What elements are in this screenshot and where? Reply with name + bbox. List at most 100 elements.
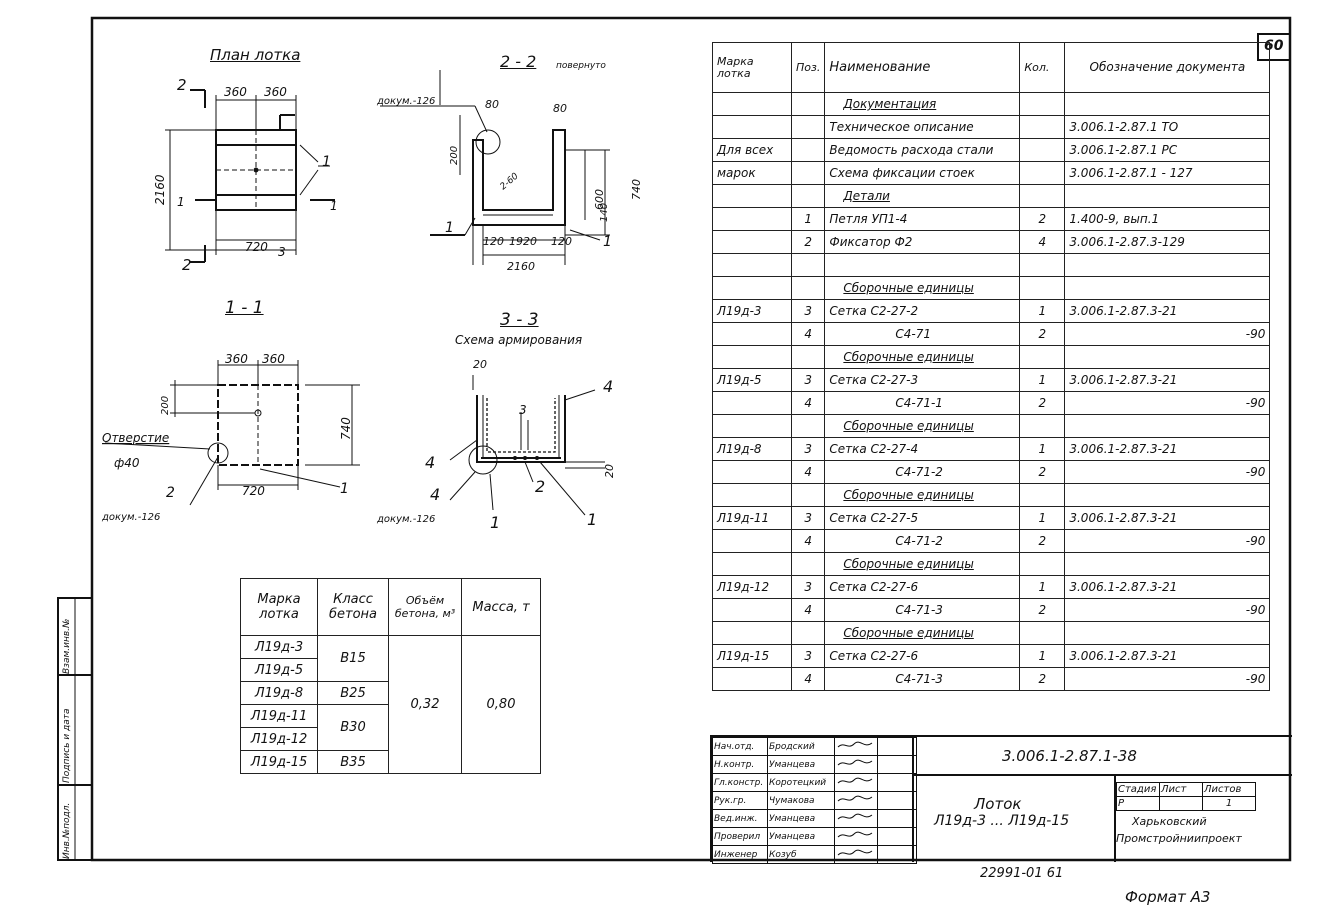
svg-text:1: 1 [445,220,454,236]
signature-date [877,755,917,774]
mass-table: Марка лотка Класс бетона Объём бетона, м… [240,578,541,774]
format-label: Формат А3 [1125,888,1211,906]
mass-class: В30 [317,704,389,751]
spec-name: Сборочные единицы [824,276,1021,300]
spec-mark [712,414,792,438]
spec-doc [1064,414,1271,438]
svg-text:докум.-126: докум.-126 [376,96,435,107]
spec-doc: 3.006.1-2.87.3-21 [1064,644,1271,668]
mass-mark: Л19д-12 [240,727,318,751]
spec-mark [712,253,792,277]
stage-table: Стадия Лист Листов Р 1 [1116,782,1256,811]
spec-mark [712,391,792,415]
spec-mark: Л19д-15 [712,644,792,668]
svg-text:2: 2 [182,256,192,274]
signature-sign [834,791,878,810]
spec-mark [712,460,792,484]
spec-pos [790,483,826,507]
spec-name: Сетка С2-27-3 [824,368,1021,392]
mass-header-mark: Марка лотка [240,578,318,636]
spec-pos: 3 [790,299,826,323]
spec-doc: -90 [1064,667,1271,691]
spec-qty [1019,414,1066,438]
svg-text:120: 120 [551,235,572,248]
svg-text:2160: 2160 [153,174,167,205]
spec-name: Ведомость расхода стали [824,138,1021,162]
plan-view: 360 360 2160 720 2 2 1 1 1 3 [153,76,338,274]
mass-mark: Л19д-8 [240,681,318,705]
spec-pos: 4 [790,460,826,484]
spec-qty [1019,115,1066,139]
spec-mark [712,184,792,208]
spec-name: Фиксатор Ф2 [824,230,1021,254]
signature-row: Рук.гр.Чумакова [712,791,917,810]
spec-pos [790,92,826,116]
mass-header-volume: Объём бетона, м³ [388,578,462,636]
spec-row: Сборочные единицы [712,414,1271,438]
spec-pos: 4 [790,598,826,622]
spec-qty: 2 [1019,391,1066,415]
signature-name: Уманцева [767,755,835,774]
spec-doc: -90 [1064,391,1271,415]
mass-header-mass: Масса, т [461,578,541,636]
spec-mark [712,322,792,346]
svg-text:80: 80 [485,98,499,111]
spec-pos: 3 [790,506,826,530]
spec-row: Сборочные единицы [712,276,1271,300]
spec-row: Сборочные единицы [712,345,1271,369]
spec-name: Детали [824,184,1021,208]
svg-text:1: 1 [340,481,349,497]
signature-name: Коротецкий [767,773,835,792]
section22-note: повернуто [556,61,606,71]
spec-doc: 3.006.1-2.87.3-21 [1064,575,1271,599]
spec-mark [712,115,792,139]
signature-row: Нач.отд.Бродский [712,737,917,756]
spec-name: Схема фиксации стоек [824,161,1021,185]
spec-mark [712,667,792,691]
svg-text:ф40: ф40 [114,456,140,470]
signature-name: Бродский [767,737,835,756]
spec-doc [1064,483,1271,507]
signature-role: Н.контр. [712,755,768,774]
spec-qty [1019,92,1066,116]
signature-sign [834,827,878,846]
spec-mark [712,483,792,507]
signature-row: Вед.инж.Уманцева [712,809,917,828]
svg-text:1: 1 [603,234,612,250]
spec-qty: 1 [1019,299,1066,323]
spec-header-mark: Марка лотка [712,42,792,93]
spec-doc: -90 [1064,598,1271,622]
section33-subtitle: Схема армирования [455,333,583,347]
svg-text:740: 740 [339,417,353,440]
spec-pos [790,184,826,208]
spec-doc: 3.006.1-2.87.3-21 [1064,368,1271,392]
svg-text:2: 2 [177,76,187,94]
mass-class: В35 [317,750,389,774]
sheet-head: Лист [1159,782,1203,797]
signature-sign [834,737,878,756]
spec-name: Сетка С2-27-6 [824,575,1021,599]
signature-sign [834,773,878,792]
spec-pos [790,552,826,576]
sheets-head: Листов [1202,782,1256,797]
section33-title: 3 - 3 [500,310,539,330]
doc-code: 3.006.1-2.87.1-38 [1002,747,1137,765]
spec-pos: 3 [790,575,826,599]
spec-pos [790,161,826,185]
spec-qty: 1 [1019,575,1066,599]
spec-doc: 1.400-9, вып.1 [1064,207,1271,231]
spec-name: Сетка С2-27-4 [824,437,1021,461]
stage-value: Р [1116,796,1160,811]
spec-qty: 1 [1019,437,1066,461]
spec-mark [712,92,792,116]
section22-view: докум.-126 80 80 200 2-60 600 740 140 12… [376,70,643,273]
spec-row: Сборочные единицы [712,552,1271,576]
